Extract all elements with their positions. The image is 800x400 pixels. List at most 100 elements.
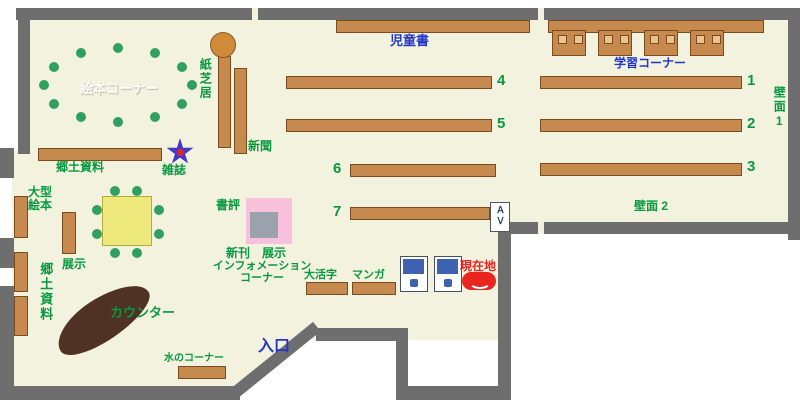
seat-dot [154, 205, 164, 215]
seat-dot [150, 112, 160, 122]
shelf-number-7: 7 [333, 203, 342, 220]
study-desk [598, 30, 632, 56]
counter-label: カウンター [110, 305, 176, 320]
study-seat [620, 35, 629, 44]
reading-table [102, 196, 152, 246]
seat-dot [76, 48, 86, 58]
wall-left-upper [18, 18, 30, 154]
study-desk [552, 30, 586, 56]
seat-dot [92, 229, 102, 239]
entrance-label: 入口 [258, 338, 291, 355]
wall-bottom [0, 386, 240, 400]
new-arrivals-label: 新刊 展示 [226, 246, 287, 260]
seat-dot [39, 80, 49, 90]
shelf-row-3 [540, 163, 742, 176]
information-corner-label: インフォメーション コーナー [212, 260, 312, 285]
seat-dot [49, 62, 59, 72]
wall-lobby-v [396, 328, 408, 392]
shelf-number-4: 4 [497, 72, 506, 89]
av-cabinet: ＡＶ [490, 202, 510, 232]
children-books-top-shelf [336, 20, 530, 33]
shelf-number-6: 6 [333, 160, 342, 177]
wall-top-2 [258, 8, 538, 20]
study-desk [690, 30, 724, 56]
display-stand [250, 212, 278, 238]
wall-top-1 [16, 8, 252, 20]
shelf-row-1 [540, 76, 742, 89]
shelf-number-1: 1 [747, 72, 756, 89]
current-location-label: 現在地 [460, 259, 497, 273]
shelf-row-7 [350, 207, 490, 220]
wall-right [788, 8, 800, 240]
manga-shelf [352, 282, 396, 295]
local-materials-top-label: 郷土資料 [56, 160, 105, 174]
manga-label: マンガ [352, 269, 385, 281]
exhibit-label: 展示 [62, 257, 87, 271]
seat-dot [92, 205, 102, 215]
study-seat [604, 35, 613, 44]
you-are-here-marker [462, 272, 496, 290]
water-corner-label: 水のコーナー [164, 353, 224, 364]
terminal-screen [403, 259, 424, 274]
terminal-screen [437, 259, 458, 274]
wall-section-a [508, 222, 538, 234]
opac-terminal [400, 256, 428, 292]
large-print-shelf [306, 282, 348, 295]
marker-arc [469, 275, 491, 289]
study-seat [712, 35, 721, 44]
seat-dot [177, 62, 187, 72]
wall-lobby-h [316, 328, 402, 341]
wall-face-1-label: 壁面1 [772, 86, 787, 130]
wall-top-3 [544, 8, 800, 20]
stool-circle [210, 32, 236, 58]
seat-dot [154, 229, 164, 239]
local-materials-left-label: 郷土資料 [38, 262, 54, 322]
study-seat [558, 35, 567, 44]
kamishibai-shelf-b [234, 68, 247, 154]
picture-room-shelf [38, 148, 162, 161]
wall-face-2-label: 壁面 2 [634, 199, 669, 213]
terminal-button [410, 279, 418, 287]
shelf-number-3: 3 [747, 158, 756, 175]
wall-left-block-2 [0, 238, 14, 268]
kamishibai-shelf-a [218, 56, 231, 148]
large-print-label: 大活字 [304, 269, 337, 281]
seat-dot [177, 99, 187, 109]
shelf-number-5: 5 [497, 115, 506, 132]
wall-stair-bottom [396, 386, 508, 400]
shelf-row-4 [286, 76, 492, 89]
shelf-row-6 [350, 164, 496, 177]
seat-dot [110, 248, 120, 258]
seat-dot [132, 186, 142, 196]
star-center-dot [177, 149, 184, 156]
wall-left-block-1 [0, 148, 14, 178]
shelf-number-2: 2 [747, 115, 756, 132]
terminal-button [444, 279, 452, 287]
large-picture-books-label: 大型 絵本 [28, 185, 53, 213]
shelf-row-5 [286, 119, 492, 132]
seat-dot [49, 99, 59, 109]
opac-terminal [434, 256, 462, 292]
exhibit-shelf [62, 212, 76, 254]
wall-left-block-3 [0, 286, 14, 398]
large-picture-books-shelf [14, 196, 28, 238]
book-review-label: 書評 [216, 198, 241, 212]
wall-section-b [544, 222, 788, 234]
study-seat [696, 35, 705, 44]
magazines-label: 雑誌 [162, 163, 187, 177]
local-materials-shelf-b [14, 296, 28, 336]
study-seat [666, 35, 675, 44]
seat-dot [150, 48, 160, 58]
study-seat [650, 35, 659, 44]
shelf-row-2 [540, 119, 742, 132]
newspaper-label: 新聞 [248, 139, 273, 153]
seat-dot [76, 112, 86, 122]
local-materials-shelf-a [14, 252, 28, 292]
seat-dot [110, 186, 120, 196]
water-corner-shelf [178, 366, 226, 379]
picture-book-corner-label: 絵本コーナー [79, 81, 158, 96]
study-desk [644, 30, 678, 56]
seat-dot [187, 80, 197, 90]
seat-dot [113, 117, 123, 127]
